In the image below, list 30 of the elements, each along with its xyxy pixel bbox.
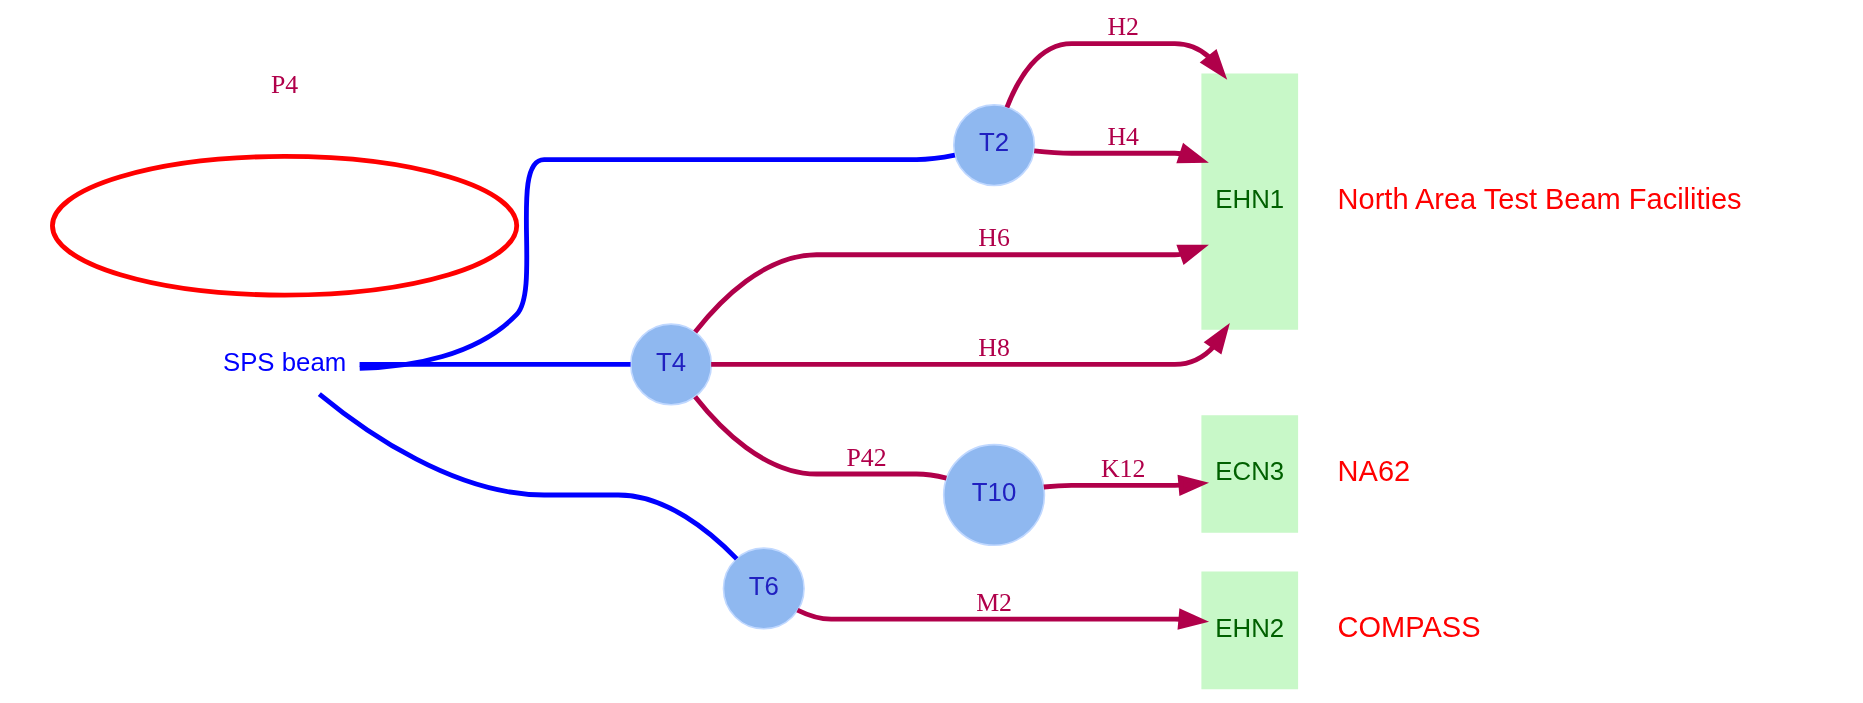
node-box: EHN1 <box>1200 73 1298 330</box>
connector <box>359 152 955 371</box>
node-label: North Area Test Beam Facilities <box>1337 182 1742 215</box>
connector <box>317 392 738 561</box>
connector <box>692 395 947 481</box>
edge-label: P42 <box>845 442 887 472</box>
arrow <box>710 323 1230 367</box>
edge-label: H2 <box>1106 12 1139 42</box>
arrow <box>1033 142 1209 164</box>
edge-label: K12 <box>1100 453 1145 483</box>
node-label: NA62 <box>1337 455 1410 488</box>
node-text: SPS beam <box>222 347 346 376</box>
arrow <box>1043 474 1209 497</box>
node-label: COMPASS <box>1337 611 1480 644</box>
node-box: ECN3 <box>1200 415 1298 533</box>
edge-label: H8 <box>977 333 1010 363</box>
arrow <box>1004 41 1227 109</box>
connector <box>359 361 631 367</box>
node-ellipse <box>49 154 519 298</box>
arrow <box>795 607 1209 630</box>
edge-label: H4 <box>1106 121 1139 151</box>
node-box: EHN2 <box>1200 571 1298 690</box>
node-circle: T2 <box>952 104 1035 187</box>
node-circle: T4 <box>629 323 712 406</box>
label: P4 <box>270 70 298 100</box>
edge-label: H6 <box>977 223 1010 253</box>
node-circle: T6 <box>722 547 805 630</box>
node-circle: T10 <box>942 443 1045 547</box>
edge-label: M2 <box>975 587 1012 617</box>
arrow <box>692 244 1209 334</box>
